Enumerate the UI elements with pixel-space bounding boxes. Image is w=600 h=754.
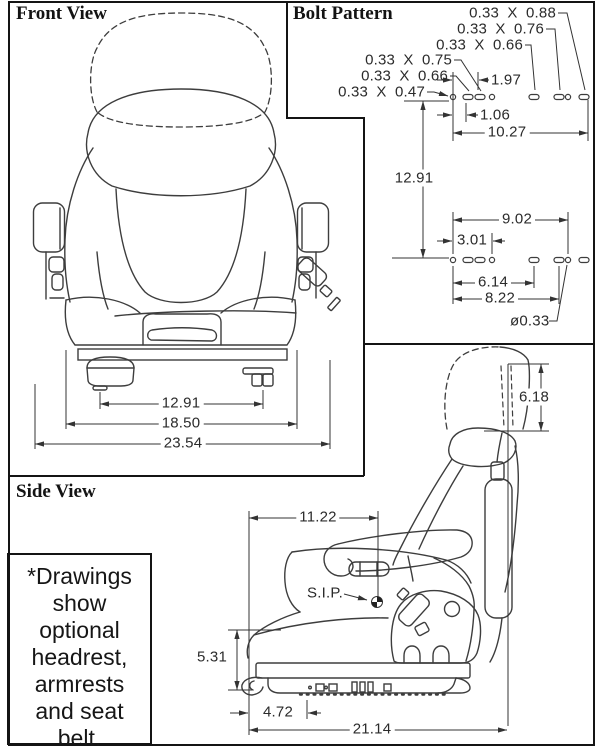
note-line: show [52, 590, 107, 616]
front-view-drawing [32, 12, 341, 391]
dim-hole-diameter: ø0.33 [510, 312, 550, 330]
dim-side-6-18: 6.18 [516, 388, 552, 406]
side-view-title: Side View [16, 481, 96, 502]
slot-label-0.76: 0.33 X 0.76 [457, 20, 544, 38]
note-line: optional [39, 617, 120, 643]
slot-label-0.47: 0.33 X 0.47 [338, 83, 425, 101]
dim-front-23-54: 23.54 [160, 434, 206, 452]
note-line: armrests [34, 671, 125, 697]
slot-label-0.75: 0.33 X 0.75 [365, 51, 452, 69]
panel-borders [8, 1, 595, 746]
front-view-title: Front View [16, 3, 107, 24]
dim-side-21-14: 21.14 [349, 720, 395, 738]
dim-1-97: 1.97 [491, 71, 521, 89]
slot-label-0.88: 0.33 X 0.88 [469, 4, 556, 22]
dim-front-12-91: 12.91 [158, 394, 204, 412]
dim-3-01: 3.01 [457, 231, 487, 249]
dim-1-06: 1.06 [480, 106, 510, 124]
optional-equipment-note: *Drawings show optional headrest, armres… [7, 553, 152, 751]
dim-side-4-72: 4.72 [263, 703, 293, 721]
note-line: belt. [57, 725, 102, 751]
dim-side-11-22: 11.22 [296, 508, 340, 526]
dim-10-27: 10.27 [484, 123, 530, 141]
note-line: *Drawings [27, 563, 132, 589]
dim-12-91-vertical: 12.91 [391, 169, 437, 187]
slot-label-0.66b: 0.33 X 0.66 [361, 67, 448, 85]
bolt-pattern-holes [449, 93, 590, 264]
note-line: headrest, [31, 644, 128, 670]
dim-side-5-31: 5.31 [197, 648, 227, 666]
dim-9-02: 9.02 [499, 210, 535, 228]
dim-front-18-50: 18.50 [158, 414, 204, 432]
dim-8-22: 8.22 [482, 289, 518, 307]
side-view-dimensions [228, 363, 549, 735]
slot-label-0.66a: 0.33 X 0.66 [436, 36, 523, 54]
side-view-drawing [241, 346, 531, 696]
sip-label: S.I.P. [307, 584, 343, 602]
dim-6-14: 6.14 [475, 273, 511, 291]
note-line: and seat [35, 698, 124, 724]
bolt-pattern-title: Bolt Pattern [293, 3, 393, 24]
